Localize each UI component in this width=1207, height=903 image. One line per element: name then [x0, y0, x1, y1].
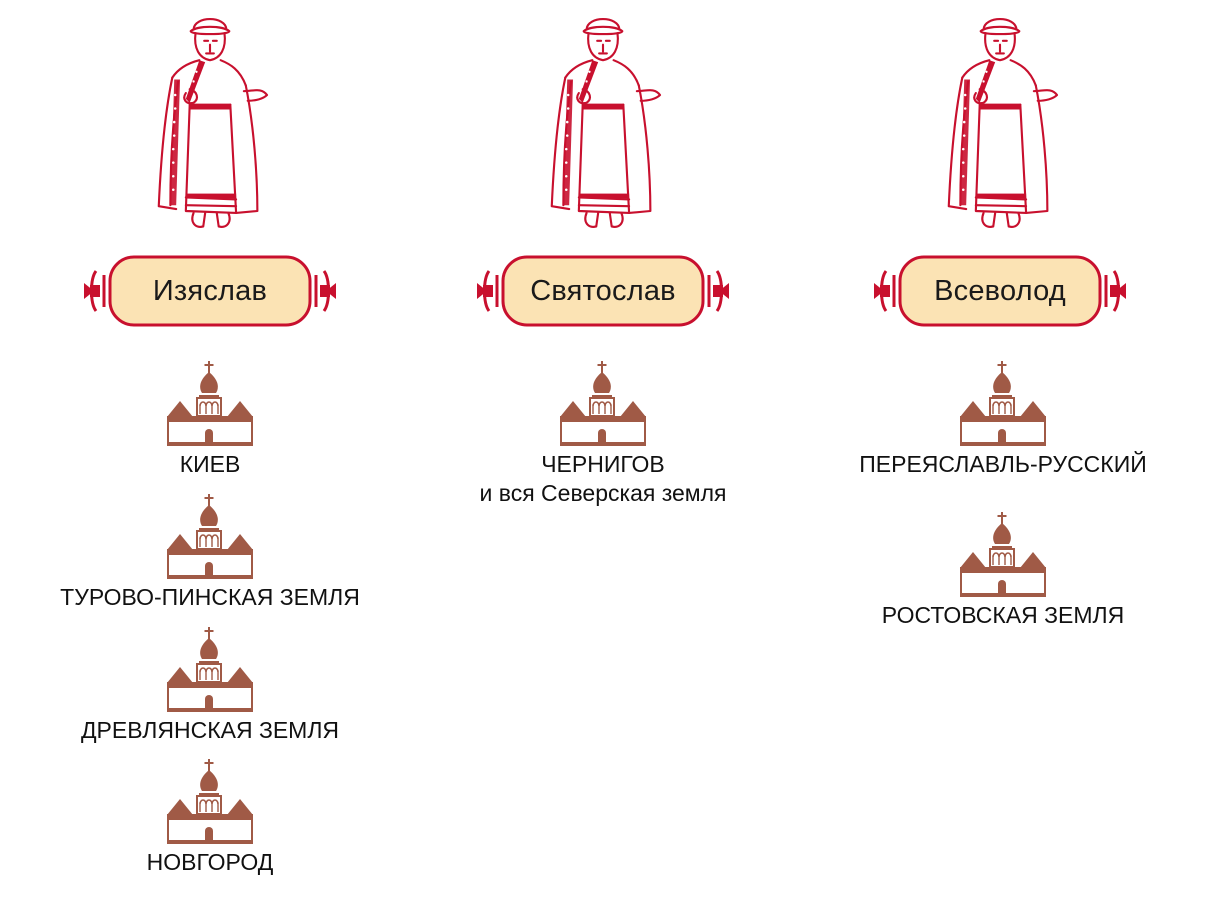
prince-name: Святослав [530, 274, 676, 307]
prince-name-cartouche: Всеволод [870, 253, 1130, 329]
church-fortress-icon [960, 361, 1046, 447]
land-label: ЧЕРНИГОВ [541, 451, 665, 477]
land-label: РОСТОВСКАЯ ЗЕМЛЯ [881, 602, 1125, 628]
land-label: НОВГОРОД [146, 849, 274, 875]
church-fortress-icon [960, 512, 1046, 598]
prince-figure-icon [538, 8, 668, 240]
land-label: ТУРОВО-ПИНСКАЯ ЗЕМЛЯ [60, 584, 360, 610]
church-fortress-icon [167, 494, 253, 580]
land-item: ТУРОВО-ПИНСКАЯ ЗЕМЛЯ [0, 494, 420, 612]
land-item: ЧЕРНИГОВ и вся Северская земля [393, 361, 813, 507]
land-sublabel: и вся Северская земля [479, 480, 727, 506]
land-item: РОСТОВСКАЯ ЗЕМЛЯ [793, 512, 1207, 630]
church-fortress-icon [167, 627, 253, 713]
church-fortress-icon [167, 759, 253, 845]
prince-name: Всеволод [934, 274, 1066, 307]
land-item: ДРЕВЛЯНСКАЯ ЗЕМЛЯ [0, 627, 420, 745]
land-item: НОВГОРОД [0, 759, 420, 877]
land-item: КИЕВ [0, 361, 420, 479]
land-item: ПЕРЕЯСЛАВЛЬ-РУССКИЙ [793, 361, 1207, 479]
prince-name-cartouche: Изяслав [80, 253, 340, 329]
prince-name: Изяслав [152, 274, 268, 307]
prince-figure-icon [935, 8, 1065, 240]
church-fortress-icon [560, 361, 646, 447]
prince-figure-icon [145, 8, 275, 240]
land-label: ПЕРЕЯСЛАВЛЬ-РУССКИЙ [859, 451, 1147, 477]
land-label: КИЕВ [179, 451, 241, 477]
church-fortress-icon [167, 361, 253, 447]
land-label: ДРЕВЛЯНСКАЯ ЗЕМЛЯ [80, 717, 340, 743]
prince-name-cartouche: Святослав [473, 253, 733, 329]
